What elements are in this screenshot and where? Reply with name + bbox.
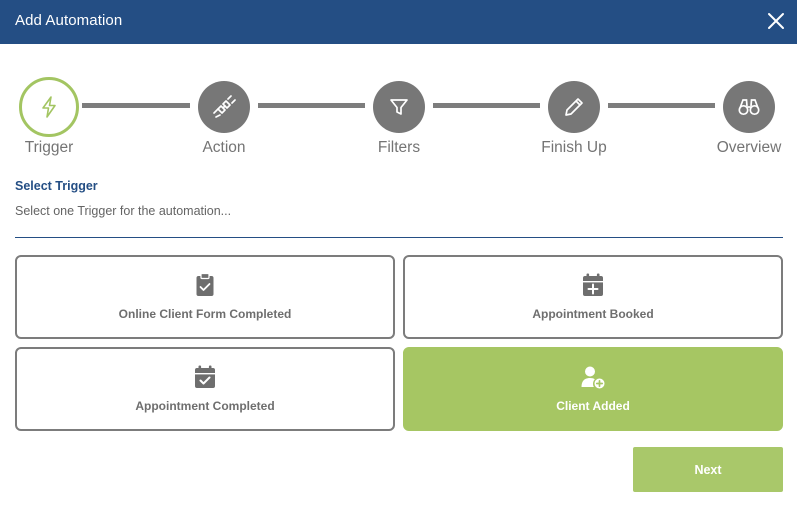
step-label: Finish Up <box>541 139 607 156</box>
section-divider <box>15 237 783 238</box>
step-label: Action <box>202 139 246 156</box>
trigger-card-label: Appointment Completed <box>135 399 275 413</box>
plug-icon <box>213 95 236 118</box>
step-connector <box>82 103 190 108</box>
calendar-plus-icon <box>583 273 603 296</box>
step-connector <box>258 103 365 108</box>
dialog-title: Add Automation <box>15 12 123 29</box>
filter-icon <box>390 99 408 115</box>
step-circle <box>723 81 775 133</box>
calendar-check-icon <box>195 365 215 388</box>
step-connector <box>433 103 540 108</box>
section-title: Select Trigger <box>15 179 98 193</box>
step-circle <box>19 77 79 137</box>
step-connector <box>608 103 715 108</box>
trigger-card-client-added[interactable]: Client Added <box>403 347 783 431</box>
trigger-card-online-client-form-completed[interactable]: Online Client Form Completed <box>15 255 395 339</box>
trigger-card-label: Appointment Booked <box>532 307 654 321</box>
bolt-icon <box>42 96 56 118</box>
trigger-card-appointment-booked[interactable]: Appointment Booked <box>403 255 783 339</box>
step-circle <box>373 81 425 133</box>
section-description: Select one Trigger for the automation... <box>15 204 232 218</box>
user-plus-icon <box>581 366 605 389</box>
trigger-card-appointment-completed[interactable]: Appointment Completed <box>15 347 395 431</box>
trigger-card-label: Online Client Form Completed <box>118 307 292 321</box>
step-label: Trigger <box>24 139 74 156</box>
pencil-icon <box>565 98 583 116</box>
step-circle <box>548 81 600 133</box>
step-label: Filters <box>377 139 421 156</box>
trigger-card-label: Client Added <box>556 399 630 413</box>
step-circle <box>198 81 250 133</box>
close-icon <box>768 13 784 29</box>
dialog-header: Add Automation <box>0 0 797 44</box>
clipboard-check-icon <box>196 273 214 296</box>
close-button[interactable] <box>766 11 786 31</box>
binoculars-icon <box>738 99 760 116</box>
next-button[interactable]: Next <box>633 447 783 492</box>
step-label: Overview <box>716 139 782 156</box>
